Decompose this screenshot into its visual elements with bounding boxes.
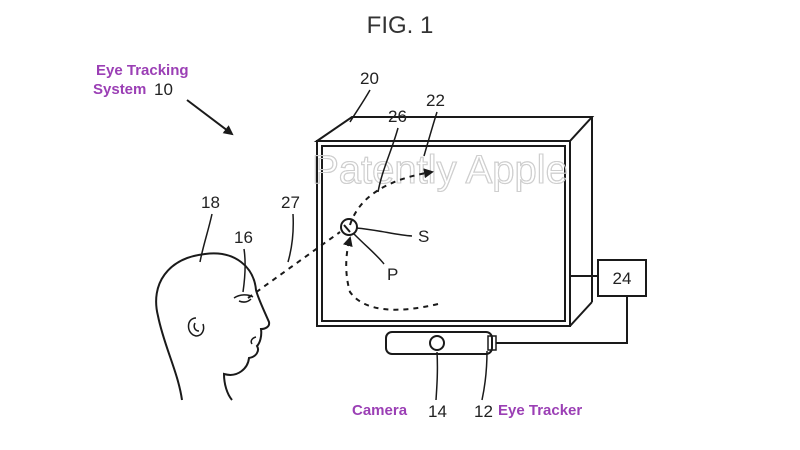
ref-10: 10 xyxy=(154,80,173,99)
eye-tracker-bar xyxy=(385,331,497,355)
ref-18: 18 xyxy=(201,193,220,212)
system-arrow xyxy=(186,99,234,136)
gaze-line xyxy=(247,231,341,299)
screen xyxy=(321,145,566,322)
gaze-path-upper xyxy=(349,168,434,226)
leader-p xyxy=(353,233,385,265)
ref-22: 22 xyxy=(426,91,445,110)
callout-system: System xyxy=(93,81,146,98)
ref-26: 26 xyxy=(388,107,407,126)
leader-14 xyxy=(435,351,439,401)
watermark-overlay: Patently Apple xyxy=(312,148,568,192)
ref-27: 27 xyxy=(281,193,300,212)
ref-14: 14 xyxy=(428,402,447,421)
ref-12: 12 xyxy=(474,402,493,421)
callout-camera: Camera xyxy=(352,402,408,419)
watermark-text: Patently Apple xyxy=(312,148,568,192)
label-p: P xyxy=(387,265,398,284)
connector-tracker xyxy=(496,296,628,344)
processor-box xyxy=(597,259,647,297)
leader-s xyxy=(355,227,413,237)
figure-title: FIG. 1 xyxy=(367,12,434,39)
camera-lens xyxy=(429,335,445,351)
label-s: S xyxy=(418,227,429,246)
callout-eye-tracking: Eye Tracking xyxy=(96,62,189,79)
gaze-path-lower xyxy=(342,236,439,311)
head-profile xyxy=(155,252,271,401)
gaze-point xyxy=(340,218,358,236)
leader-12 xyxy=(481,350,488,401)
display-monitor xyxy=(313,116,595,327)
ref-24: 24 xyxy=(613,269,632,288)
ref-20: 20 xyxy=(360,69,379,88)
callout-eye-tracker: Eye Tracker xyxy=(498,402,582,419)
ref-16: 16 xyxy=(234,228,253,247)
